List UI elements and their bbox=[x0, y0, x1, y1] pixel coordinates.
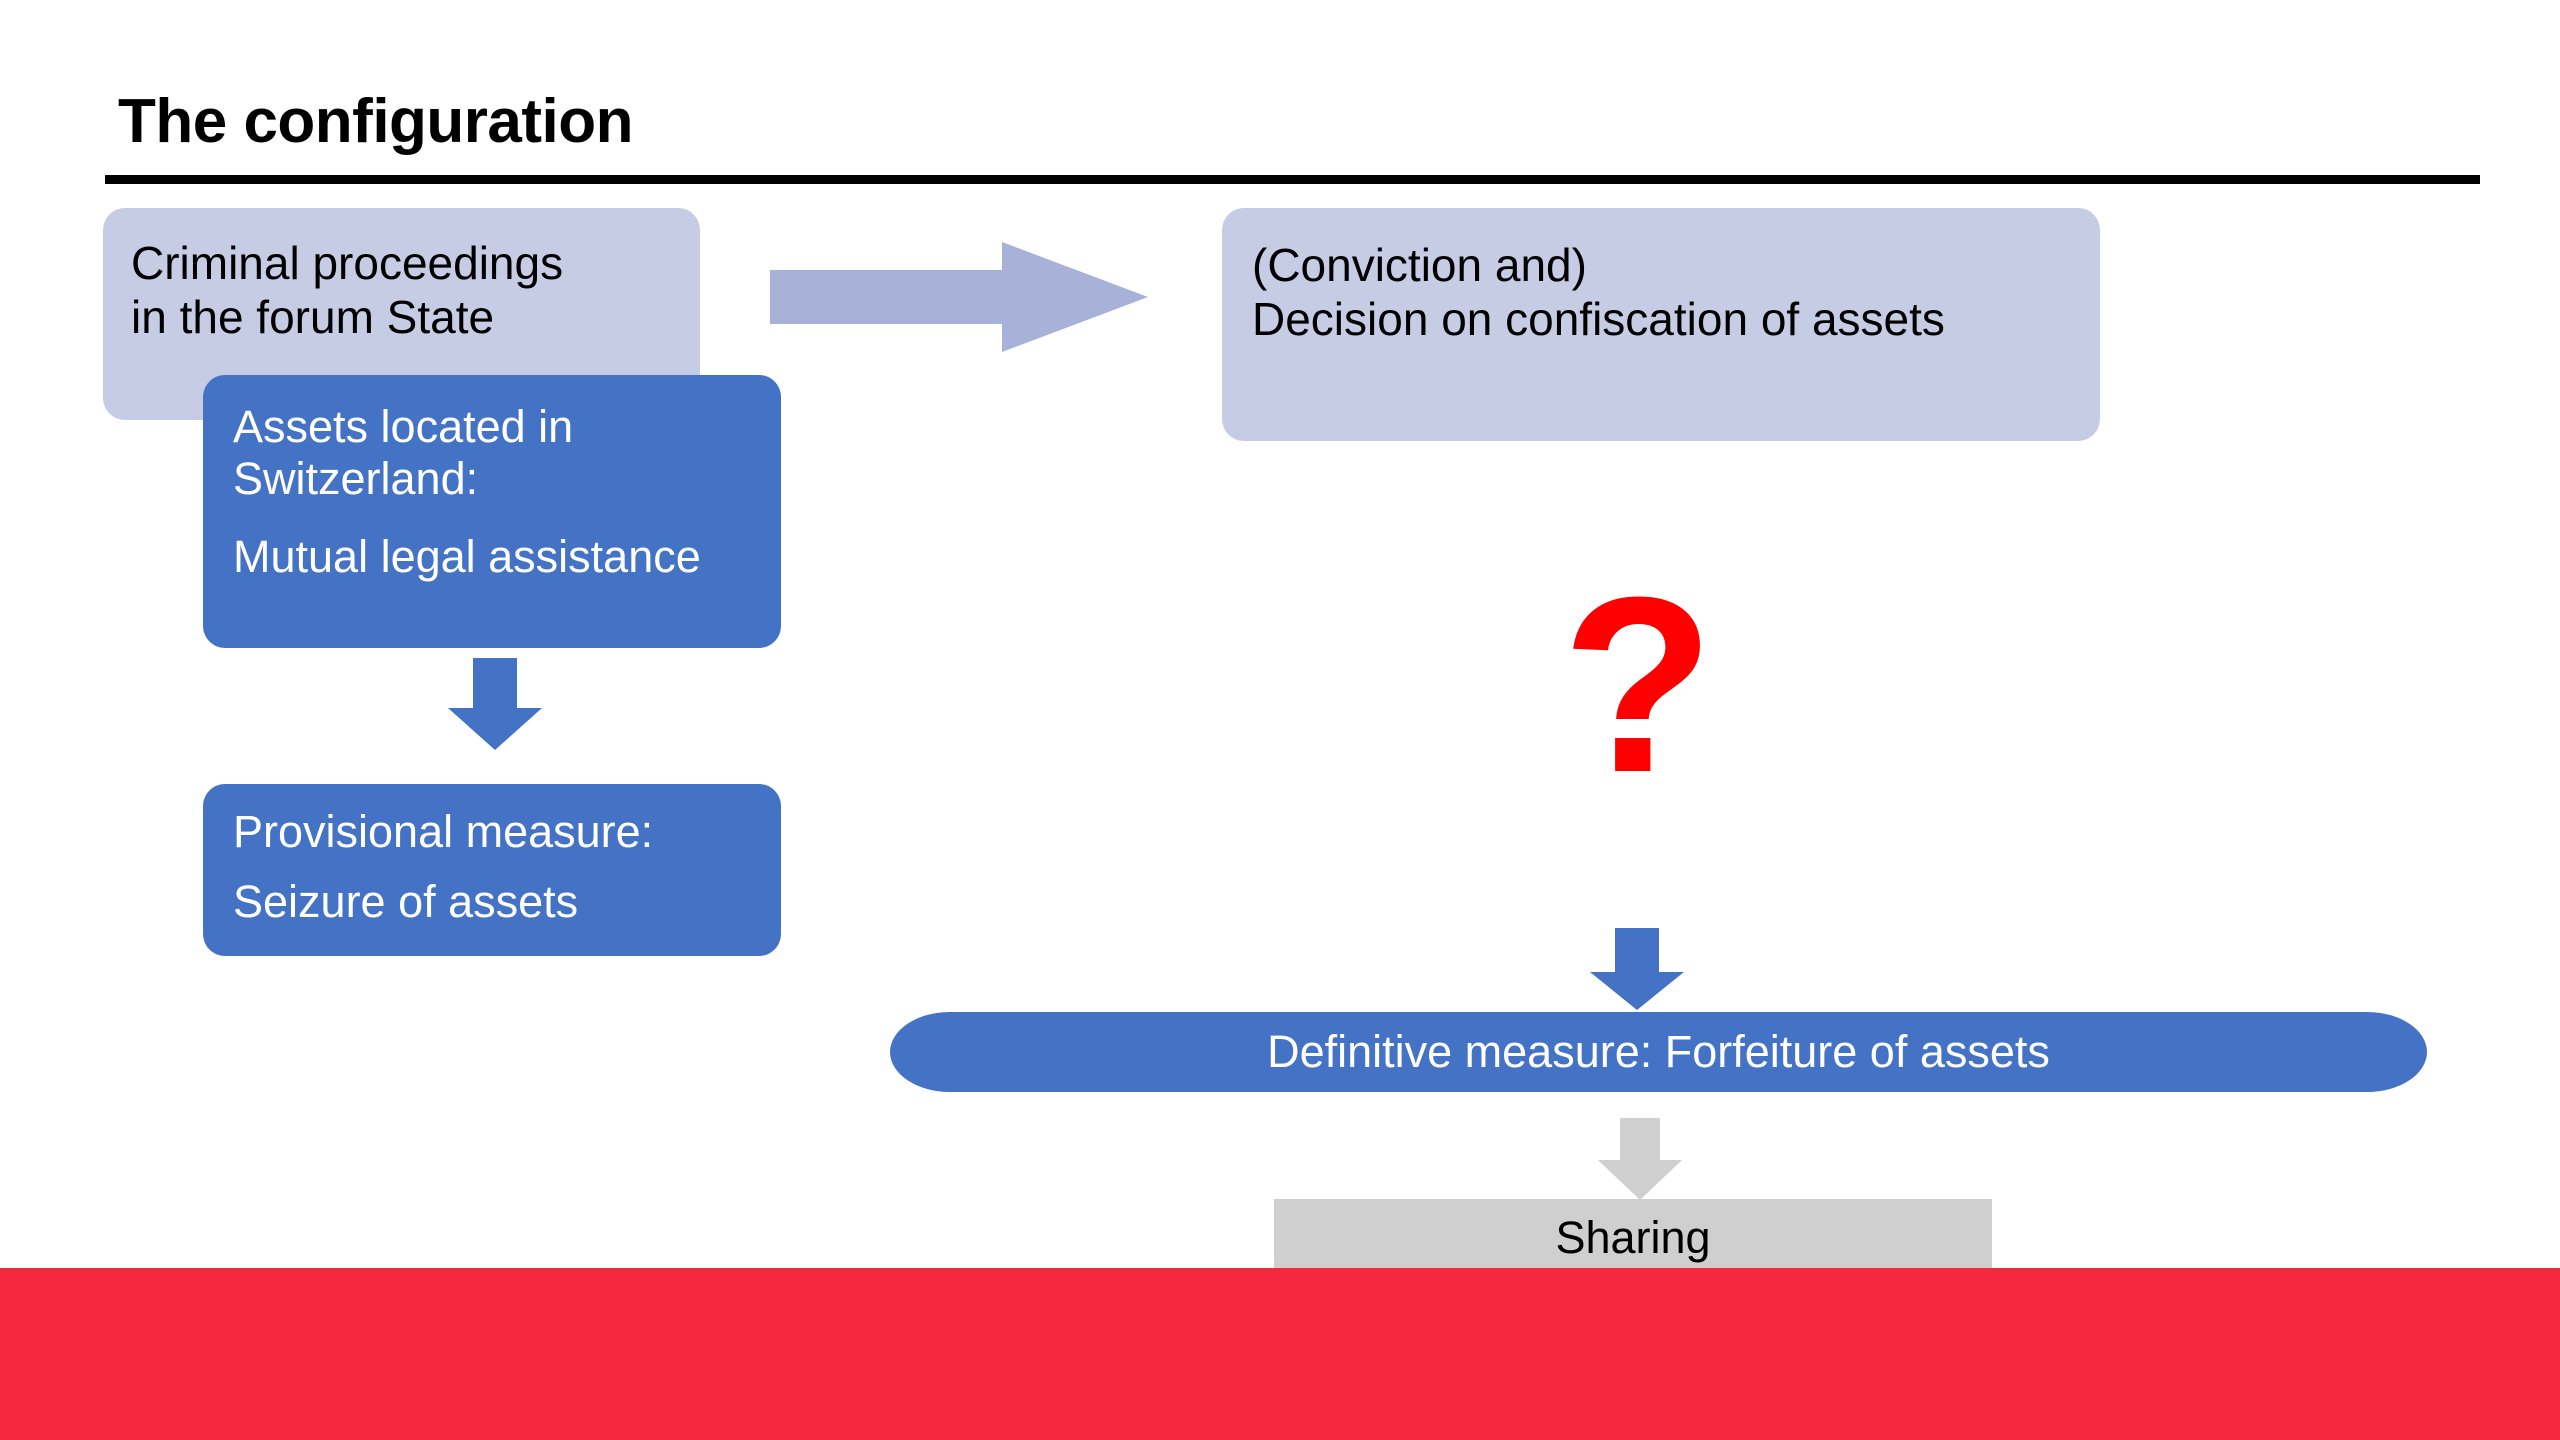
node-assets-switzerland-body: Mutual legal assistance bbox=[233, 531, 701, 582]
arrow-down-icon-to-sharing bbox=[1598, 1118, 1682, 1200]
arrow-down-icon-to-provisional bbox=[448, 658, 542, 750]
node-provisional-measure-line1: Provisional measure: bbox=[233, 806, 654, 857]
node-definitive-measure: Definitive measure: Forfeiture of assets bbox=[890, 1012, 2427, 1092]
node-sharing-label: Sharing bbox=[1555, 1212, 1711, 1263]
node-conviction-decision: (Conviction and) Decision on confiscatio… bbox=[1222, 208, 2100, 441]
node-assets-switzerland: Assets located in Switzerland: Mutual le… bbox=[203, 375, 781, 648]
question-mark-marker: ? bbox=[1561, 545, 1715, 824]
arrow-down-icon-to-definitive bbox=[1590, 928, 1684, 1010]
node-provisional-measure-line2: Seizure of assets bbox=[233, 876, 579, 927]
arrow-right-icon bbox=[770, 242, 1148, 352]
node-criminal-proceedings-label: Criminal proceedings in the forum State bbox=[131, 237, 564, 344]
node-conviction-decision-label: (Conviction and) Decision on confiscatio… bbox=[1252, 239, 1945, 346]
node-definitive-measure-label: Definitive measure: Forfeiture of assets bbox=[1267, 1026, 2050, 1077]
title-divider-rule bbox=[105, 175, 2480, 184]
node-provisional-measure: Provisional measure: Seizure of assets bbox=[203, 784, 781, 956]
node-assets-switzerland-heading: Assets located in Switzerland: bbox=[233, 401, 574, 505]
page-title: The configuration bbox=[118, 87, 634, 156]
footer-band: UNIVERSITÉ DE GENÈVE bbox=[0, 1268, 2560, 1440]
node-sharing: Sharing bbox=[1274, 1199, 1992, 1277]
